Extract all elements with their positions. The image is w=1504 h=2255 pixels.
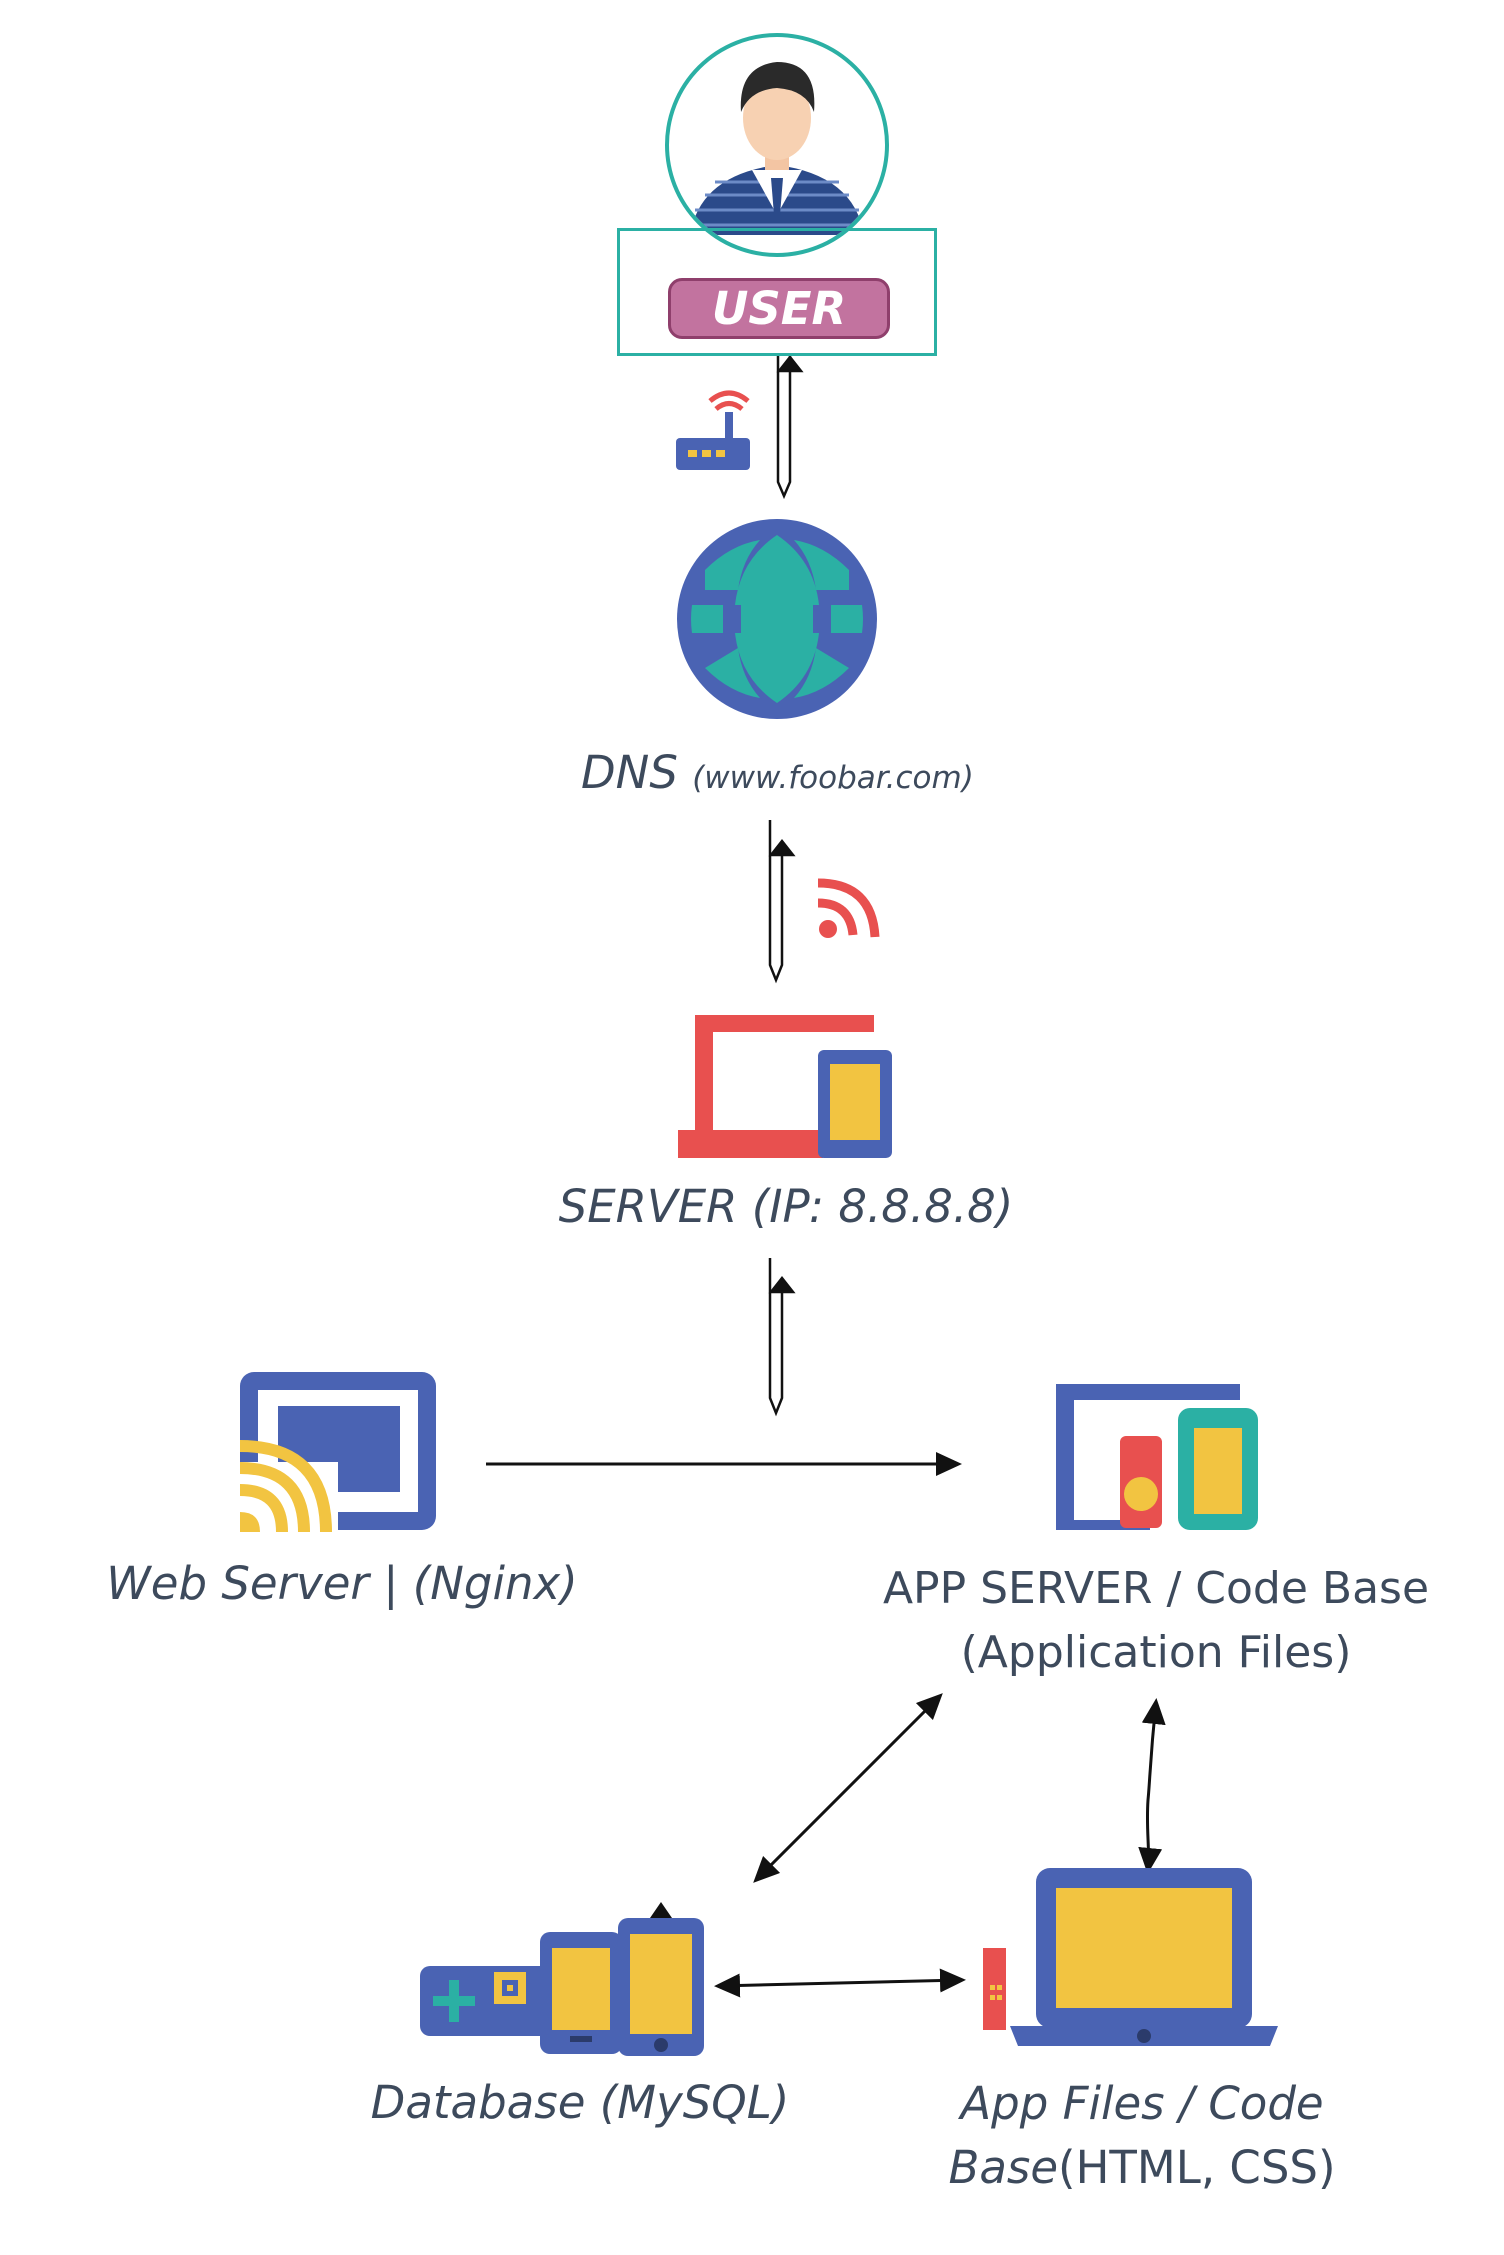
edge-user-dns <box>776 354 804 500</box>
dns-label: DNS (www.foobar.com) <box>581 746 974 799</box>
cast-icon <box>238 1372 436 1534</box>
web-server-label: Web Server | (Nginx) <box>106 1557 578 1610</box>
dns-domain: (www.foobar.com) <box>692 760 974 796</box>
user-frame <box>617 228 937 356</box>
user-avatar-icon <box>665 33 889 257</box>
edge-appserver-database <box>753 1693 943 1883</box>
app-server-label: APP SERVER / Code Base (Application File… <box>883 1557 1429 1685</box>
laptop-phone-icon <box>678 1015 892 1158</box>
app-files-label: App Files / Code Base(HTML, CSS) <box>948 2072 1335 2200</box>
edge-database-appfiles <box>714 1968 966 1998</box>
game-devices-icon <box>420 1902 704 2056</box>
edge-server-appserver <box>768 1258 796 1417</box>
devices-icon <box>1056 1384 1258 1530</box>
laptop-icon <box>983 1868 1278 2046</box>
globe-icon <box>677 519 877 719</box>
database-label: Database (MySQL) <box>370 2076 790 2129</box>
router-icon <box>676 390 750 470</box>
user-label: USER <box>668 278 890 339</box>
app-files-line-2-rest: (HTML, CSS) <box>1058 2141 1336 2194</box>
edge-dns-server <box>768 820 796 984</box>
app-files-line-2-italic: Base <box>948 2141 1059 2194</box>
app-server-line-1: APP SERVER / Code Base <box>882 1563 1430 1614</box>
dns-name: DNS <box>581 746 678 799</box>
wifi-signal-icon <box>817 878 880 938</box>
edge-appserver-appfiles <box>1138 1698 1166 1874</box>
server-label: SERVER (IP: 8.8.8.8) <box>558 1180 1014 1233</box>
app-server-line-2: (Application Files) <box>960 1627 1352 1678</box>
app-files-line-1: App Files / Code <box>960 2077 1324 2130</box>
